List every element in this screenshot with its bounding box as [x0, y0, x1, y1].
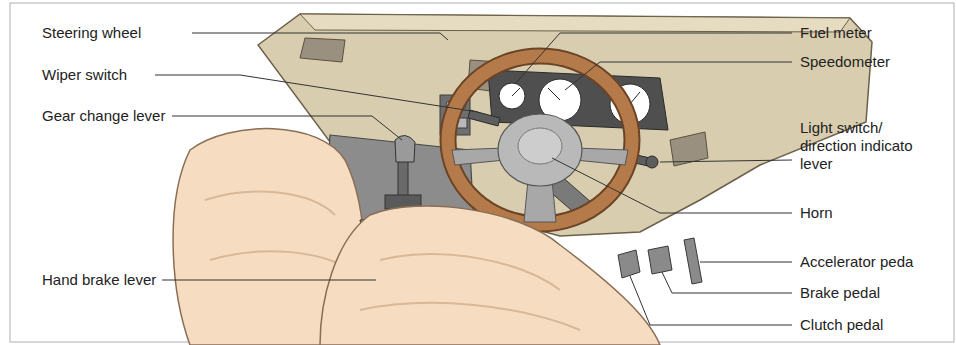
- part-label: Steering wheel: [42, 24, 141, 42]
- part-label: Fuel meter: [800, 24, 872, 42]
- part-label: Horn: [800, 204, 833, 222]
- part-label: Clutch pedal: [800, 316, 883, 334]
- part-label: Gear change lever: [42, 107, 165, 125]
- seat-seams: [360, 254, 580, 330]
- lever-tip: [646, 156, 658, 168]
- seat-seams: [205, 192, 350, 270]
- part-label: Accelerator peda: [800, 253, 913, 271]
- leader-lines: [155, 33, 792, 325]
- part-label: Light switch/ direction indicato lever: [800, 119, 940, 173]
- driver-seat: [320, 206, 660, 345]
- part-label: Wiper switch: [42, 66, 127, 84]
- steering-wheel: [448, 56, 632, 224]
- part-label: Speedometer: [800, 53, 890, 71]
- wiper-lever: [468, 110, 500, 126]
- part-label: Hand brake lever: [42, 271, 156, 289]
- part-label: Brake pedal: [800, 284, 880, 302]
- gear-lever: [385, 135, 421, 209]
- dashboard-top: [300, 14, 850, 32]
